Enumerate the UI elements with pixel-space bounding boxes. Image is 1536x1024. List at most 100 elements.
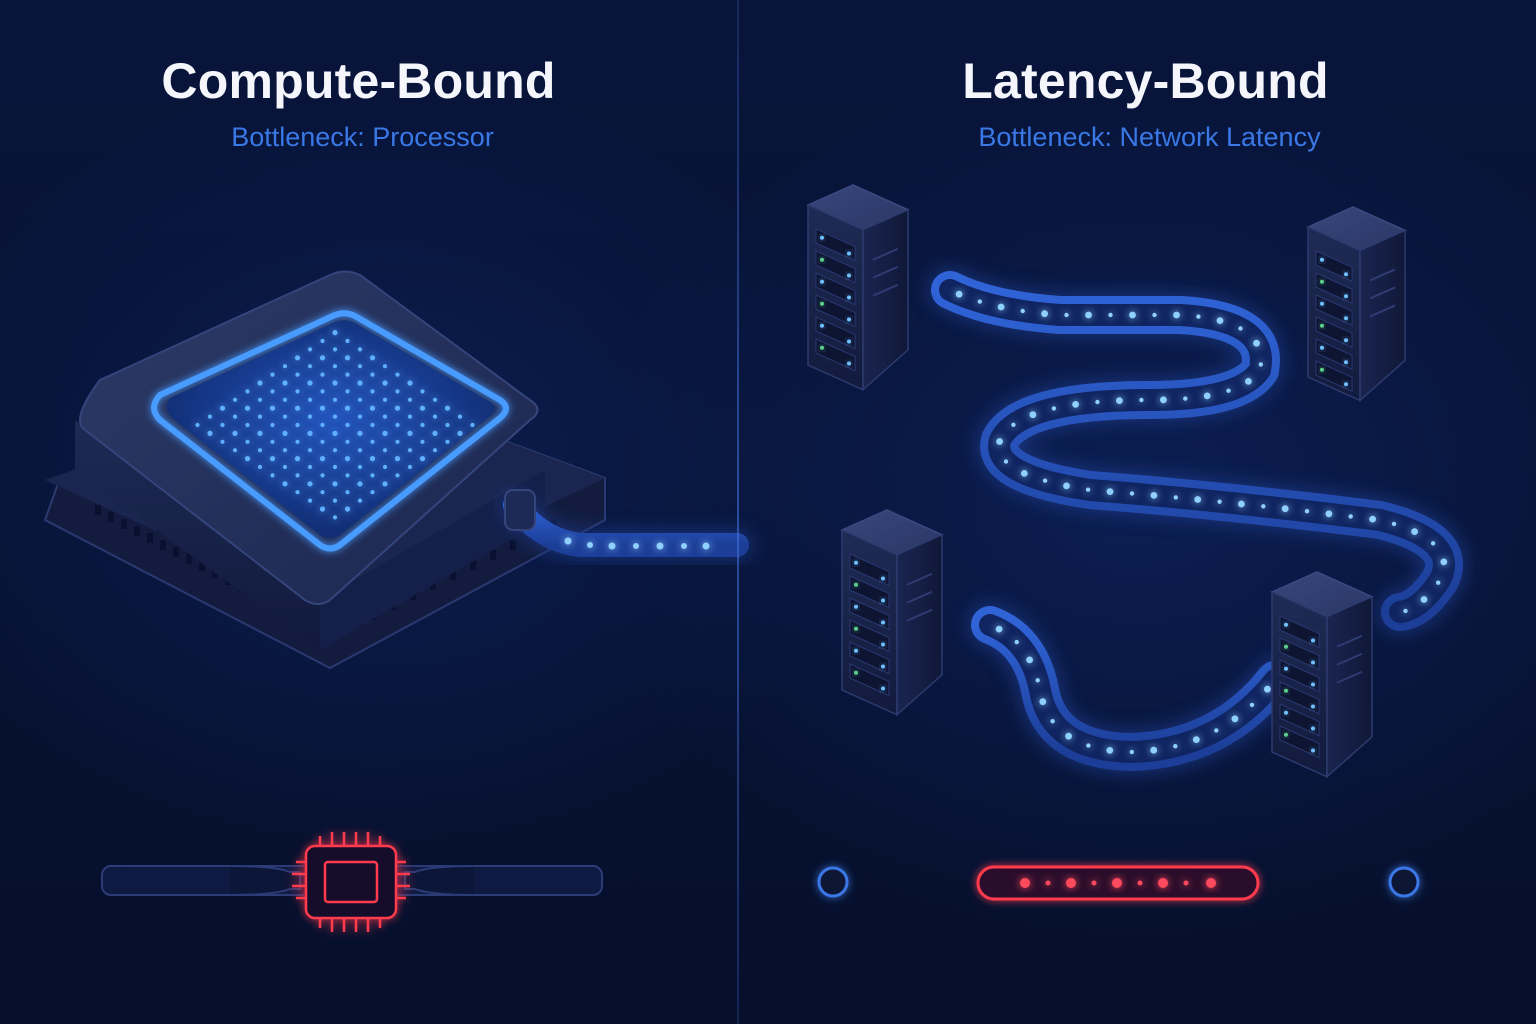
core-dot <box>370 439 375 444</box>
core-dot <box>357 347 363 352</box>
core-dot <box>407 397 413 402</box>
core-dot <box>319 506 326 512</box>
core-dot <box>382 364 388 369</box>
core-dot <box>345 439 350 444</box>
core-dot <box>370 389 375 394</box>
core-dot <box>332 347 338 352</box>
packet-dot <box>1194 496 1202 503</box>
core-dot <box>207 430 213 436</box>
core-dot <box>419 456 426 462</box>
packet-dot <box>1139 397 1144 403</box>
core-dot <box>282 397 288 402</box>
packet-dot <box>1020 308 1025 314</box>
packet-dot <box>1253 339 1260 347</box>
packet-dot <box>1051 406 1057 411</box>
core-dot <box>319 456 326 462</box>
core-dot <box>295 389 300 394</box>
packet-dot <box>1238 500 1245 508</box>
packet-dot <box>997 303 1005 311</box>
packet-dot <box>1065 732 1072 740</box>
packet-dot <box>1150 492 1158 499</box>
network-packet-dots <box>955 290 1448 755</box>
packet-dot <box>1063 482 1070 490</box>
core-dot <box>470 422 475 428</box>
core-dot <box>344 506 351 512</box>
packet-dot <box>1129 491 1135 496</box>
core-dot <box>382 448 388 453</box>
core-dot <box>345 473 350 478</box>
core-dot <box>357 464 363 470</box>
packet-dot <box>1086 743 1091 748</box>
packet-dot <box>1391 521 1397 527</box>
core-dot <box>307 364 313 369</box>
core-dot <box>382 380 388 386</box>
core-dot <box>382 414 388 419</box>
core-dot <box>395 473 400 478</box>
core-dot <box>332 481 338 487</box>
core-dot <box>270 422 275 428</box>
core-dot <box>432 448 438 453</box>
core-dot <box>307 498 313 503</box>
packet-dot <box>1245 378 1252 385</box>
core-dot <box>320 389 325 394</box>
core-dot <box>320 422 325 428</box>
packet-dot <box>1173 495 1179 500</box>
core-dot <box>219 405 226 411</box>
core-dot <box>344 456 351 462</box>
packet-dot <box>1183 396 1188 401</box>
core-dot <box>257 448 263 453</box>
core-dot <box>332 364 338 369</box>
core-dot <box>369 355 376 361</box>
packet-dot <box>1152 312 1157 318</box>
packet-dot <box>977 299 982 304</box>
core-dot <box>444 405 451 411</box>
packet-dot <box>996 438 1003 445</box>
core-dot <box>395 439 400 444</box>
processor-chip-icon <box>43 270 606 670</box>
core-dot <box>257 397 263 402</box>
core-dot <box>407 414 413 419</box>
chip-cable <box>500 489 752 560</box>
packet-dot <box>1196 314 1201 319</box>
packet-dot <box>1281 505 1289 513</box>
packet-dot <box>1026 656 1033 664</box>
core-dot <box>357 414 363 419</box>
core-dot <box>294 355 301 361</box>
core-dot <box>345 490 350 495</box>
packet-dot <box>1261 504 1266 509</box>
core-dot <box>369 405 376 411</box>
core-dot <box>307 481 313 487</box>
core-dot <box>257 464 263 470</box>
packet-dot <box>1106 747 1114 754</box>
packet-dot <box>1003 459 1009 464</box>
core-dot <box>220 439 225 444</box>
packet-dot <box>1064 312 1069 318</box>
core-dot <box>270 439 275 444</box>
core-dot <box>245 439 250 444</box>
core-dot <box>319 405 326 411</box>
core-dot <box>320 473 325 478</box>
packet-dot <box>1106 488 1114 495</box>
core-dot <box>370 422 375 428</box>
packet-dot <box>1192 736 1200 743</box>
packet-dot <box>1217 499 1222 504</box>
core-dot <box>432 397 438 402</box>
packet-dot <box>1411 528 1418 535</box>
core-dot <box>319 355 326 361</box>
packet-dot <box>1173 311 1180 319</box>
core-dot <box>307 380 313 386</box>
core-dot <box>395 389 400 394</box>
packet-dot <box>1258 362 1264 367</box>
packet-dot <box>1085 487 1091 492</box>
latency-bottleneck-icon <box>817 865 1420 901</box>
packet-dot <box>955 290 963 298</box>
core-dot <box>432 430 438 436</box>
core-dot <box>270 372 275 377</box>
core-dot <box>394 456 401 462</box>
packet-dot <box>995 625 1003 633</box>
compute-bound-title: Compute-Bound <box>161 53 556 109</box>
core-dot <box>395 372 400 377</box>
core-dot <box>419 405 426 411</box>
